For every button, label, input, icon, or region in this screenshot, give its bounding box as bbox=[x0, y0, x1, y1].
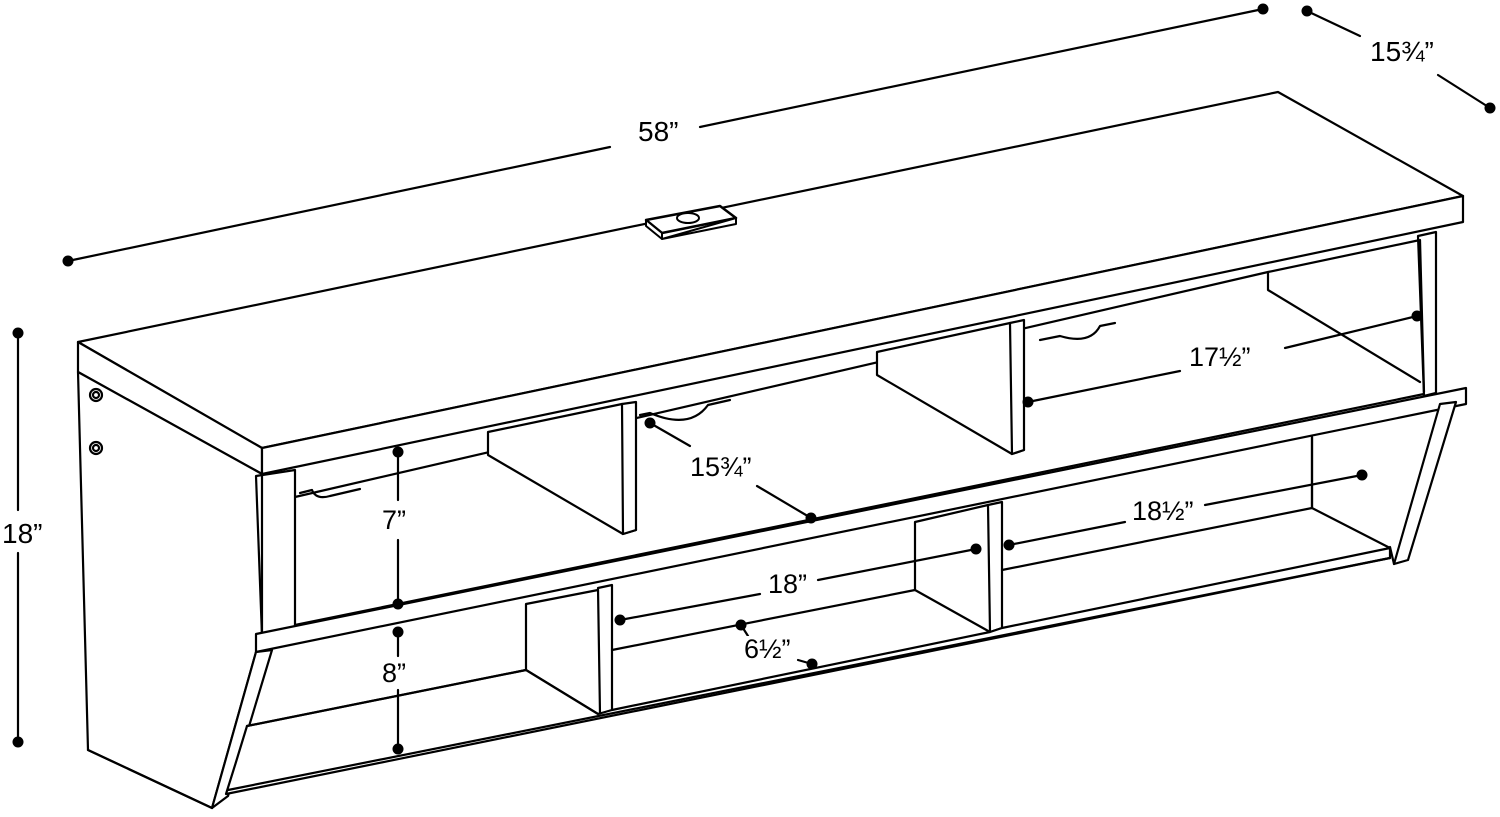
left-post bbox=[254, 468, 297, 638]
center-cubby-depth-label: 15¾” bbox=[688, 452, 754, 482]
middle-shelf bbox=[254, 386, 1468, 654]
top-divider-right bbox=[875, 318, 1026, 456]
bottom-shelf-height-label: 8” bbox=[380, 658, 409, 688]
right-angled-support bbox=[1388, 400, 1458, 566]
height-label: 18” bbox=[2, 518, 43, 549]
top-divider-left bbox=[486, 400, 638, 536]
bottom-back-wall bbox=[1310, 435, 1392, 550]
cable-grommet bbox=[644, 204, 738, 240]
width-label: 58” bbox=[636, 116, 681, 147]
bottom-shelf bbox=[224, 506, 1392, 796]
back-notches bbox=[298, 321, 1117, 499]
right-top-cubby-width-label: 17½” bbox=[1187, 342, 1253, 372]
center-bottom-cubby-width-label: 18” bbox=[766, 569, 810, 599]
dimension-dots bbox=[12, 3, 1496, 755]
top-shelf-height-label: 7” bbox=[380, 505, 409, 535]
left-angled-support bbox=[210, 648, 274, 810]
top-board bbox=[76, 90, 1465, 476]
bottom-divider-right bbox=[913, 500, 1004, 634]
depth-label: 15¾” bbox=[1368, 36, 1436, 67]
bottom-cubby-depth-label: 6½” bbox=[742, 634, 793, 664]
right-bottom-cubby-width-label: 18½” bbox=[1130, 496, 1196, 526]
